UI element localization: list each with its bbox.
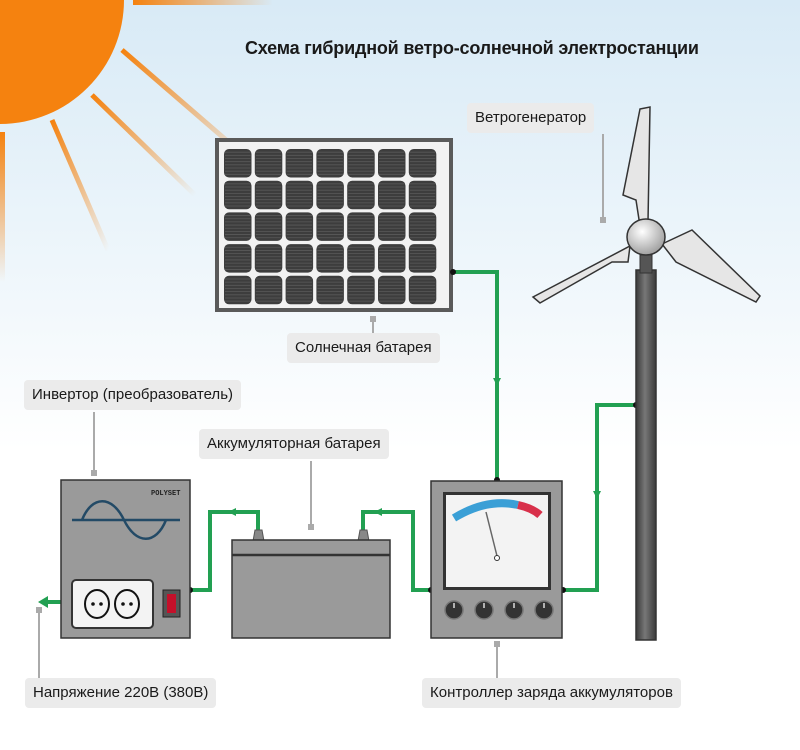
- solar-cell: [285, 275, 314, 305]
- solar-cell: [254, 149, 283, 178]
- solar-cell: [378, 275, 406, 305]
- wind-turbine: [531, 106, 761, 641]
- solar-cell: [316, 275, 344, 305]
- solar-cell: [224, 244, 252, 273]
- inverter-brand: POLYSET: [151, 490, 181, 498]
- solar-cell: [408, 212, 437, 241]
- solar-cell: [408, 180, 437, 210]
- solar-cell: [285, 244, 314, 273]
- solar-cell: [378, 212, 406, 241]
- solar-cell: [224, 149, 252, 178]
- solar-cell: [224, 212, 252, 241]
- solar-cell: [285, 149, 314, 178]
- solar-cell: [254, 180, 283, 210]
- solar-cell: [347, 244, 375, 273]
- solar-cell: [347, 149, 375, 178]
- wire-battery-inverter: [190, 510, 260, 592]
- solar-cell: [378, 244, 406, 273]
- solar-cell: [316, 149, 344, 178]
- label-wind-generator: Ветрогенератор: [467, 103, 595, 133]
- solar-cell: [254, 212, 283, 241]
- charge-controller: [430, 480, 563, 639]
- label-voltage: Напряжение 220В (380В): [25, 678, 217, 708]
- wire-panel-controller: [453, 270, 499, 480]
- label-controller: Контроллер заряда аккумуляторов: [422, 678, 681, 708]
- solar-cell: [378, 149, 406, 178]
- solar-cell: [316, 244, 344, 273]
- solar-cell: [347, 212, 375, 241]
- solar-panel: [215, 138, 453, 312]
- power-socket: [84, 589, 140, 619]
- solar-cell: [347, 275, 375, 305]
- solar-cell: [224, 275, 252, 305]
- diagram-title: Схема гибридной ветро-солнечной электрос…: [245, 38, 699, 58]
- solar-cell: [254, 244, 283, 273]
- wire-turbine-controller: [563, 403, 636, 592]
- solar-cell: [408, 275, 437, 305]
- solar-cell: [224, 180, 252, 210]
- solar-cell: [285, 180, 314, 210]
- leader-lines: [36, 134, 606, 678]
- inverter: [60, 479, 191, 639]
- label-inverter: Инвертор (преобразователь): [24, 380, 241, 410]
- solar-cell: [408, 244, 437, 273]
- wire-arrows: [38, 378, 601, 608]
- label-battery: Аккумуляторная батарея: [199, 429, 389, 459]
- solar-cell: [316, 212, 344, 241]
- solar-cell: [316, 180, 344, 210]
- label-solar-panel: Солнечная батарея: [287, 333, 440, 363]
- solar-cell: [347, 180, 375, 210]
- battery: [231, 529, 391, 639]
- solar-cell: [378, 180, 406, 210]
- solar-cell: [285, 212, 314, 241]
- solar-cell: [408, 149, 437, 178]
- solar-cell: [254, 275, 283, 305]
- wire-controller-battery: [361, 510, 431, 592]
